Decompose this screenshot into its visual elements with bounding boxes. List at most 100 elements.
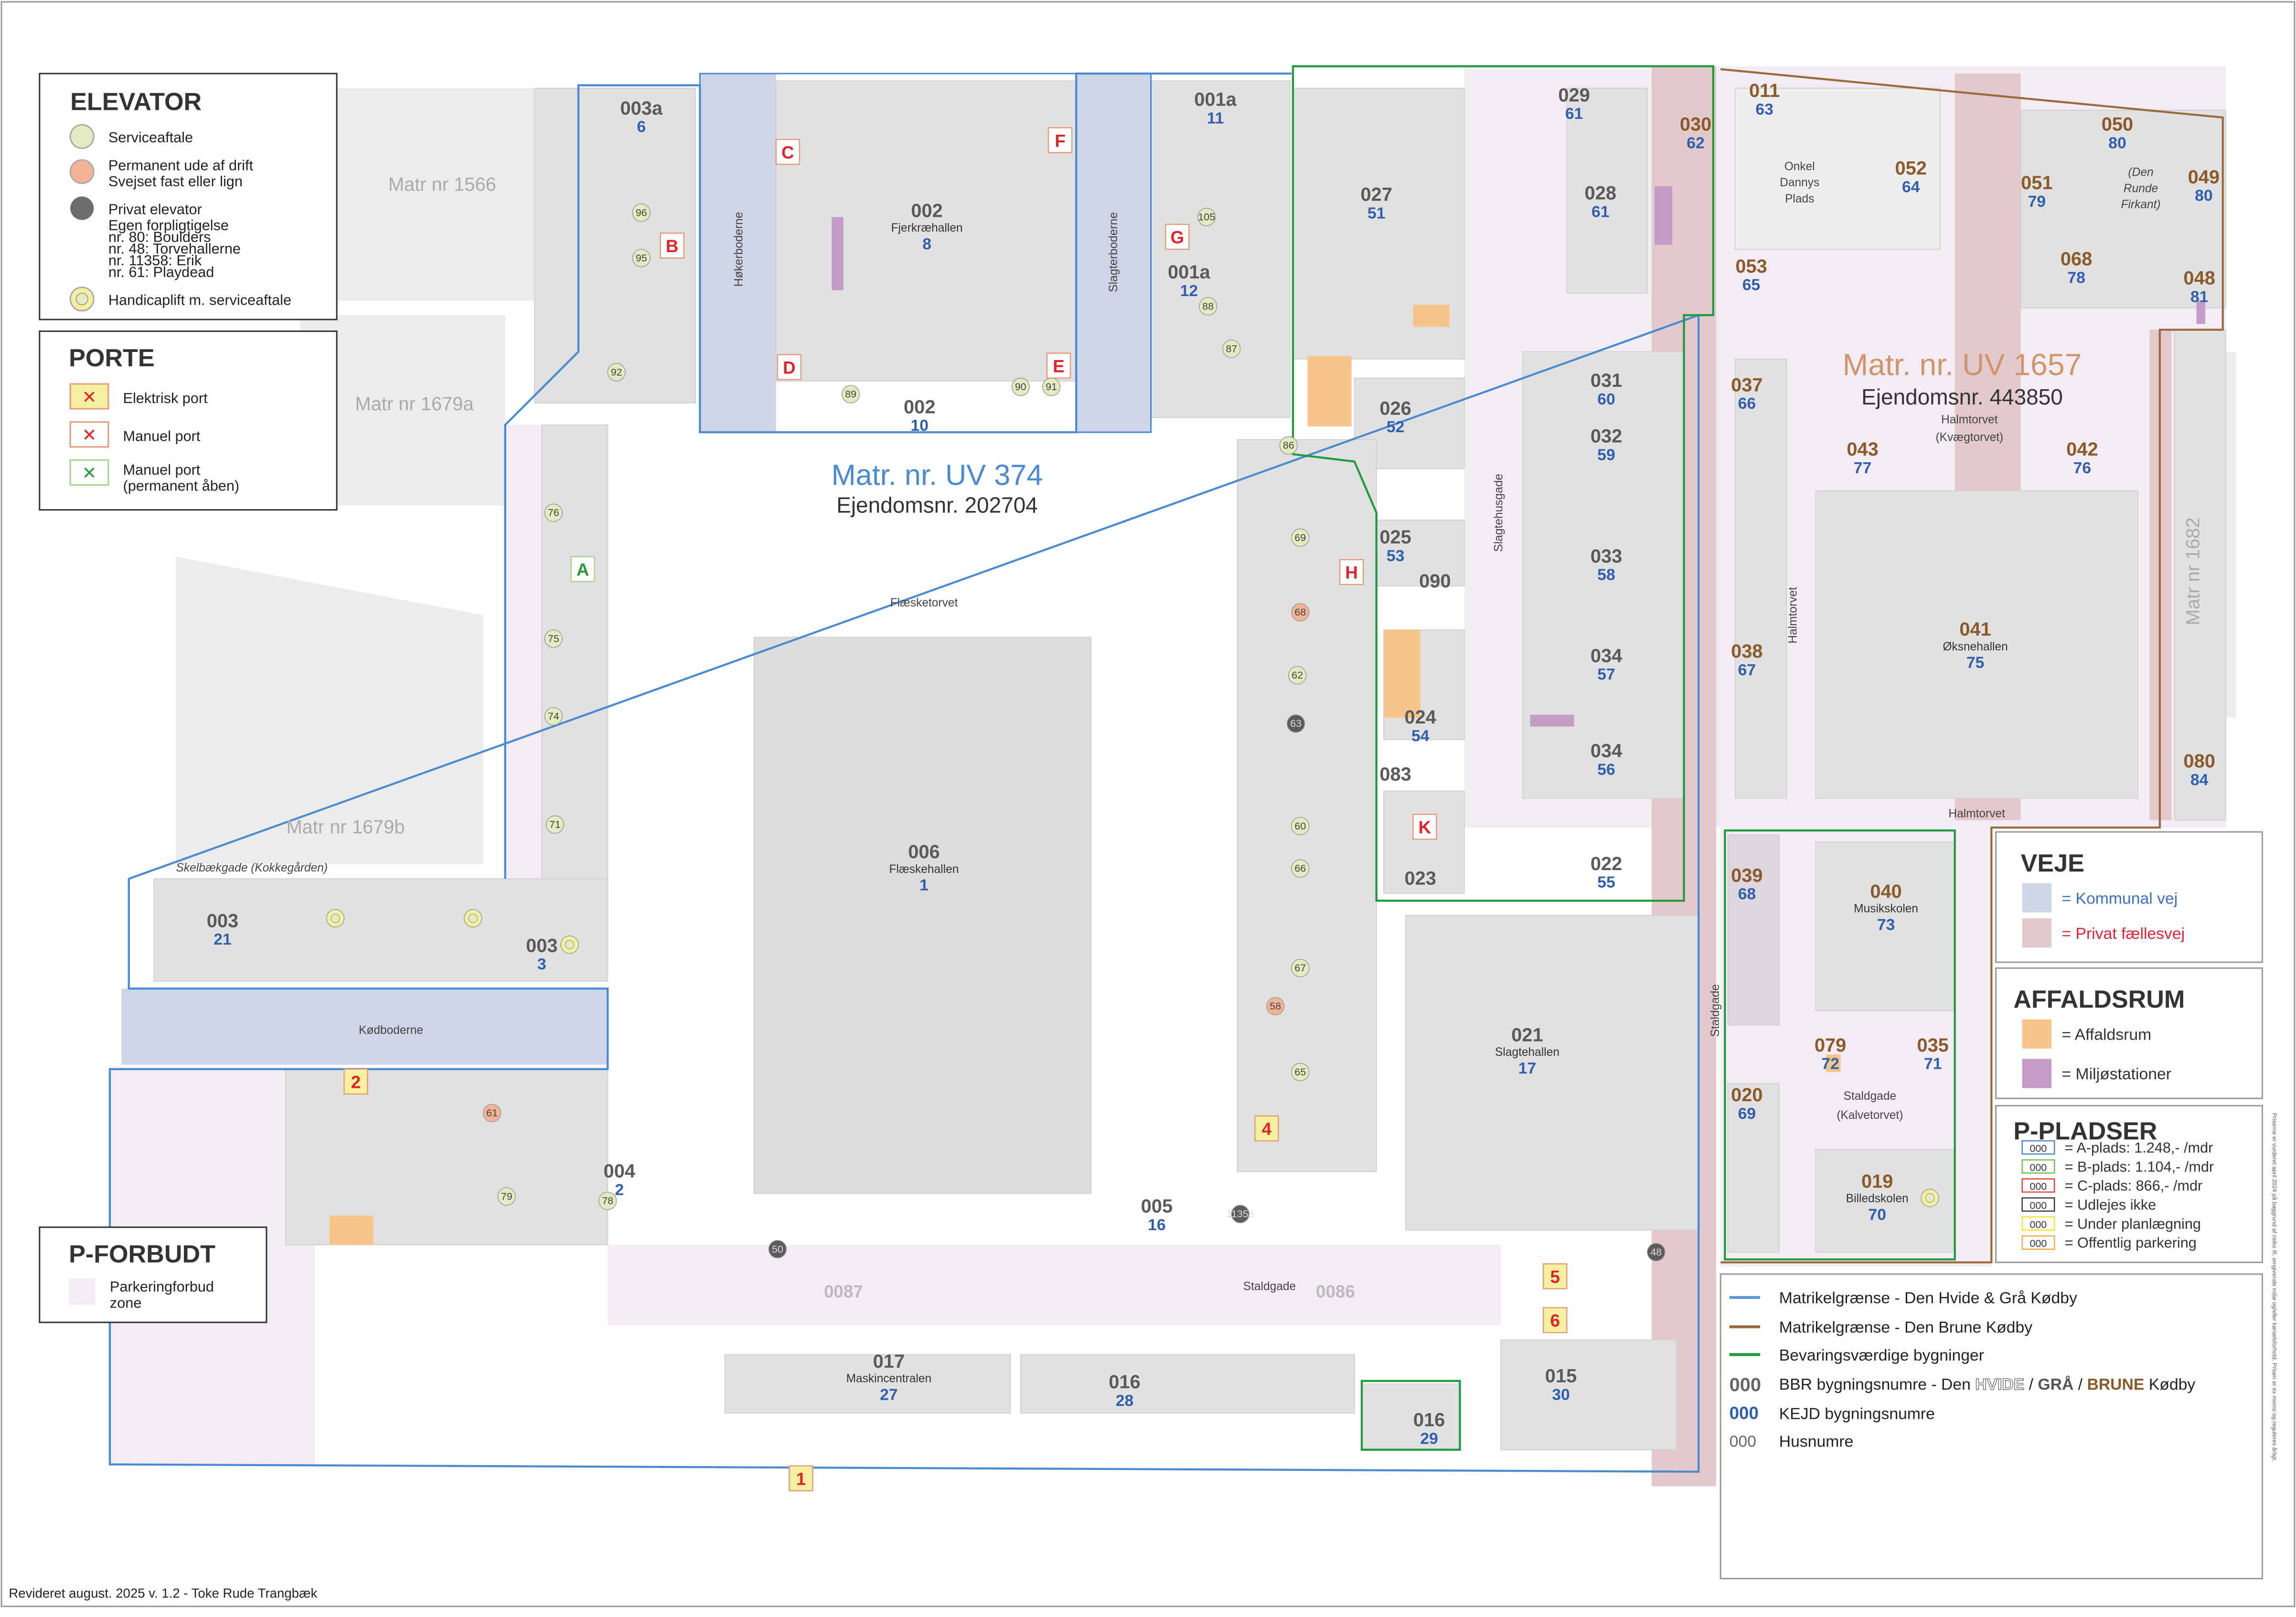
elevator-private-icon[interactable]: 50 — [768, 1240, 787, 1258]
bbr-number: 002 — [904, 396, 935, 417]
gate-label: D — [783, 358, 796, 377]
elevator-number: 79 — [501, 1191, 513, 1202]
elevator-service-icon[interactable]: 60 — [1291, 817, 1310, 835]
elevator-service-icon[interactable]: 105 — [1197, 208, 1216, 226]
elevator-service-icon[interactable]: 92 — [607, 363, 626, 382]
bbr-number: 068 — [2061, 249, 2092, 270]
building-labels: 003a6002Fjerkræhallen800210001a11001a120… — [207, 80, 2220, 1447]
bbr-number: 020 — [1731, 1085, 1762, 1106]
gate-C[interactable]: C — [775, 138, 801, 165]
handicap-lift-icon[interactable] — [1921, 1189, 1939, 1207]
kejd-number: 29 — [1420, 1430, 1438, 1448]
bbr-number: 053 — [1735, 256, 1767, 277]
elevator-markers: 96 95 92 76 75 74 71 105 88 87 89 90 91 86 69 62 60 66 67 6… — [326, 203, 1939, 1262]
street-halmtorvet-vertical: Halmtorvet — [1787, 587, 1800, 644]
gate-2[interactable]: 2 — [343, 1068, 368, 1095]
neighbor-matr-1566: Matr nr 1566 — [388, 174, 496, 195]
kejd-number: 28 — [1116, 1392, 1134, 1410]
ejendomsnr-443850: Ejendomsnr. 443850 — [1861, 384, 2063, 409]
kejd-sample: 000 — [1730, 1403, 1759, 1423]
bbr-number: 024 — [1404, 707, 1436, 728]
elevator-service-icon[interactable]: 67 — [1291, 958, 1310, 978]
street-skelbaekgade: Skelbækgade (Kokkegården) — [176, 862, 328, 874]
elevator-service-icon[interactable]: 71 — [545, 815, 565, 834]
handicap-lift-icon[interactable] — [560, 935, 579, 954]
kejd-number: 69 — [1738, 1105, 1756, 1123]
neighbor-matr-1679a: Matr nr 1679a — [355, 394, 474, 415]
gate-F[interactable]: F — [1047, 127, 1073, 153]
elevator-private-icon[interactable]: 11358 — [1227, 1205, 1254, 1223]
gate-H[interactable]: H — [1339, 559, 1364, 585]
legend-privat: = Privat fællesvej — [2061, 925, 2185, 943]
gate-5[interactable]: 5 — [1543, 1263, 1568, 1289]
neighbor-matr-1682: Matr nr 1682 — [2183, 517, 2204, 625]
building-name: Øksnehallen — [1943, 640, 2008, 653]
neighbor-matr-1679b: Matr nr 1679b — [286, 817, 405, 838]
elevator-service-icon[interactable]: 69 — [1291, 528, 1310, 547]
elevator-service-icon[interactable]: 76 — [544, 503, 563, 522]
kejd-number: 16 — [1148, 1216, 1166, 1234]
street-labels: Flæsketorvet Kødboderne Staldgade Staldg… — [176, 160, 2161, 1301]
bbr-number: 004 — [604, 1161, 635, 1182]
elevator-service-icon[interactable]: 90 — [1011, 377, 1030, 396]
elevator-service-icon[interactable]: 78 — [598, 1191, 617, 1210]
kejd-number: 64 — [1902, 178, 1920, 196]
kejd-number: 3 — [537, 955, 546, 973]
elevator-service-icon[interactable]: 91 — [1042, 377, 1061, 396]
kejd-number: 8 — [922, 235, 931, 253]
bbr-number: 083 — [1379, 764, 1411, 785]
handicap-lift-icon[interactable] — [464, 909, 482, 928]
kejd-number: 73 — [1877, 915, 1895, 934]
gate-K[interactable]: K — [1412, 814, 1437, 840]
elevator-service-icon[interactable]: 96 — [632, 203, 651, 222]
elevator-service-icon[interactable]: 95 — [632, 249, 651, 267]
legend-bbr: BBR bygningsnumre - Den HVIDE / GRÅ / BR… — [1779, 1375, 2196, 1394]
kejd-number: 30 — [1552, 1386, 1570, 1404]
elevator-private-icon[interactable]: 63 — [1286, 714, 1305, 733]
elevator-service-icon[interactable]: 75 — [544, 629, 563, 648]
elevator-out-icon[interactable]: 68 — [1291, 603, 1310, 622]
elevator-out-icon[interactable]: 58 — [1266, 997, 1285, 1016]
revision-footer: Revideret august. 2025 v. 1.2 - Toke Rud… — [9, 1585, 317, 1600]
gate-D[interactable]: D — [777, 354, 802, 380]
bevaringsvaerdige-border-2 — [1724, 829, 1956, 1261]
gate-G[interactable]: G — [1165, 223, 1190, 250]
kejd-number: 61 — [1591, 202, 1610, 221]
elevator-service-icon[interactable]: 89 — [842, 385, 860, 404]
kejd-number: 12 — [1180, 282, 1198, 300]
elevator-private-icon[interactable]: 48 — [1647, 1243, 1666, 1262]
bbr-number: 048 — [2183, 267, 2215, 288]
elevator-service-icon[interactable]: 65 — [1291, 1063, 1310, 1081]
elevator-number: 60 — [1294, 820, 1306, 832]
elevator-service-icon[interactable]: 87 — [1222, 340, 1241, 358]
bbr-number: 016 — [1413, 1410, 1445, 1431]
handicap-lift-icon[interactable] — [326, 909, 345, 928]
gate-A[interactable]: A — [570, 556, 595, 583]
legend-pforbud-2: zone — [110, 1295, 141, 1311]
gate-B[interactable]: B — [660, 232, 684, 259]
elevator-number: 76 — [548, 507, 559, 519]
gate-E[interactable]: E — [1046, 352, 1071, 379]
elevator-service-icon[interactable]: 79 — [497, 1187, 516, 1206]
legend-porte: PORTE ✕ Elektrisk port ✕ Manuel port ✕ M… — [39, 330, 338, 511]
x-icon: ✕ — [82, 387, 97, 407]
legend-private-3: nr. 80: Boulders — [108, 229, 211, 245]
pforbud-swatch — [69, 1278, 96, 1305]
bbr-number: 003 — [526, 935, 557, 956]
elevator-service-icon[interactable]: 62 — [1288, 666, 1307, 685]
gate-1[interactable]: 1 — [789, 1465, 813, 1491]
elevator-service-icon[interactable]: 66 — [1291, 859, 1310, 878]
gate-4[interactable]: 4 — [1254, 1115, 1279, 1142]
elevator-out-icon[interactable]: 61 — [482, 1104, 502, 1122]
bbr-number: 022 — [1591, 853, 1622, 874]
open-gate-icon — [69, 459, 109, 486]
p-swatch — [2021, 1197, 2055, 1212]
bbr-number: 015 — [1545, 1366, 1577, 1387]
gate-label: A — [577, 560, 589, 580]
gate-6[interactable]: 6 — [1543, 1307, 1568, 1333]
elevator-service-icon[interactable]: 74 — [544, 707, 563, 726]
elevator-service-icon[interactable]: 88 — [1199, 297, 1217, 316]
kejd-number: 78 — [2067, 268, 2085, 287]
elevator-service-icon[interactable]: 86 — [1279, 436, 1298, 455]
